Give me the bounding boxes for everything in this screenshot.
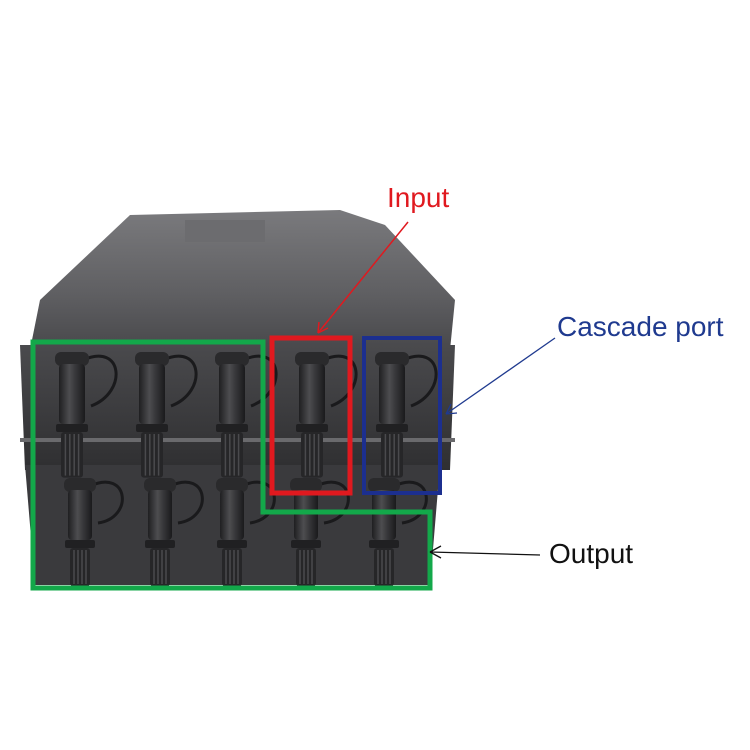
output-arrow [429,545,541,559]
lid-top-panel [185,220,265,242]
input-box [269,335,353,496]
output-box [30,339,433,591]
upper-connector-4 [295,352,358,478]
cascade-port-arrow [445,337,556,415]
input-label: Input [387,182,450,213]
lower-connector-2 [144,478,204,586]
cascade-port-label: Cascade port [557,311,724,342]
cascade-port-box [362,336,442,495]
lower-connector-row [64,478,428,586]
upper-connector-row [55,352,438,478]
input-arrow [317,221,409,334]
lower-connector-5 [368,478,428,586]
output-label: Output [549,538,634,569]
upper-connector-5 [375,352,438,478]
lower-connector-1 [64,478,124,586]
upper-connector-2 [135,352,198,478]
lower-connector-4 [290,478,350,586]
device-lid [30,210,455,350]
upper-connector-1 [55,352,118,478]
lower-connector-3 [216,478,276,586]
